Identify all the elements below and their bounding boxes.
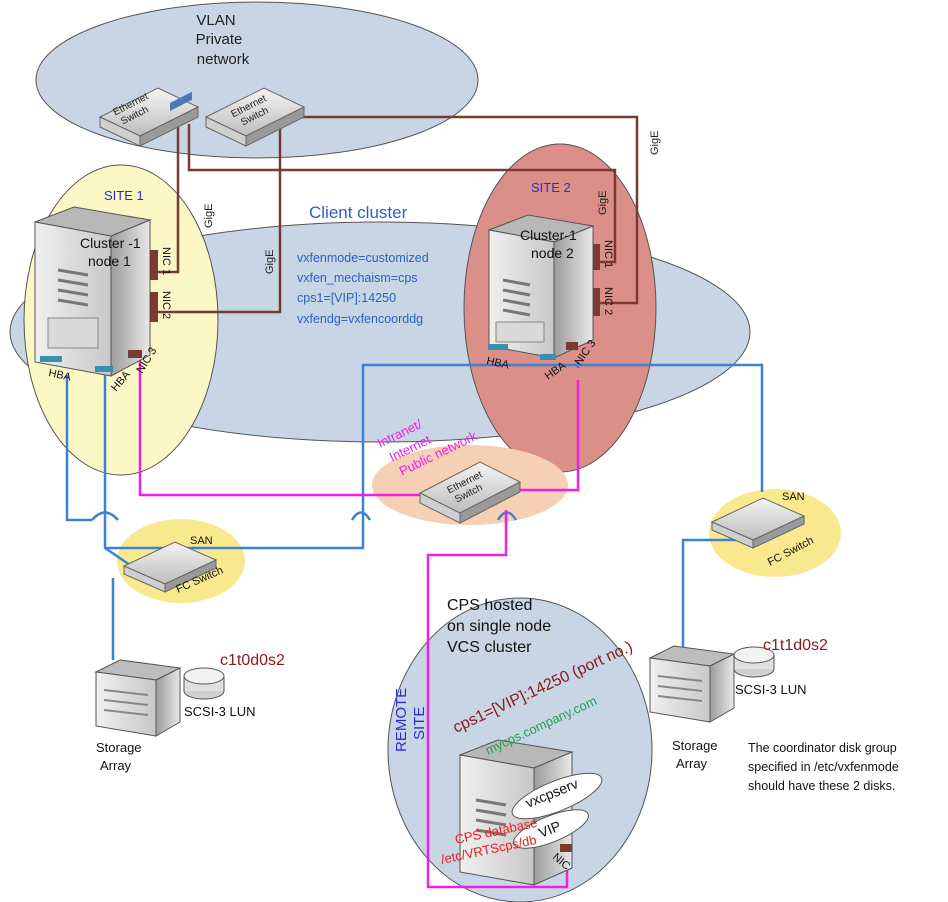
lun-disk-icon <box>733 646 775 678</box>
nic-2-label: NIC 2 <box>160 291 172 319</box>
cps-description: on single node <box>447 618 551 635</box>
storage-array-label: Array <box>676 756 708 771</box>
node-2-label: node 2 <box>531 245 574 261</box>
public-network-links <box>138 358 580 889</box>
vlan-label: VLAN <box>196 12 235 29</box>
storage-array-label: Array <box>100 758 132 773</box>
ethernet-switch-public: Ethernet Switch <box>418 461 522 524</box>
client-cluster-title: Client cluster <box>309 203 408 222</box>
nic-2-label: NIC 2 <box>602 287 614 315</box>
hba-label: HBA <box>485 355 510 372</box>
cluster-node-1-server <box>33 206 158 377</box>
node-2-label: Cluster-1 <box>520 227 577 243</box>
hba-label: HBA <box>47 367 72 384</box>
lun-label: SCSI-3 LUN <box>735 682 807 697</box>
ethernet-switch-vlan-2: Ethernet Switch <box>204 87 306 147</box>
gige-label: GigE <box>264 250 276 274</box>
vlan-label: network <box>197 51 250 68</box>
storage-array-right <box>648 645 736 723</box>
vlan-label: Private <box>196 31 243 48</box>
nic-1-label: NIC 1 <box>160 247 172 275</box>
storage-array-label: Storage <box>672 738 718 753</box>
config-line: vxfen_mechaism=cps <box>297 271 418 285</box>
site-1-title: SITE 1 <box>104 188 144 203</box>
gige-links <box>158 115 639 314</box>
config-line: vxfendg=vxfencoorddg <box>297 312 423 326</box>
vxcpserv-service <box>511 772 603 820</box>
site-2-title: SITE 2 <box>531 180 571 195</box>
nic-1-label: NIC 1 <box>602 240 614 268</box>
storage-array-label: Storage <box>96 740 142 755</box>
note-text: The coordinator disk group <box>748 741 897 755</box>
lun-id: c1t1d0s2 <box>763 637 828 654</box>
note-text: specified in /etc/vxfenmode <box>748 760 899 774</box>
cps-description: CPS hosted <box>447 597 532 614</box>
san-label: SAN <box>190 535 213 547</box>
fc-links <box>65 360 764 660</box>
vip-service <box>513 809 589 849</box>
node-1-label: node 1 <box>88 253 131 269</box>
fc-switch-right <box>710 497 806 549</box>
config-line: cps1=[VIP]:14250 <box>297 291 396 305</box>
lun-id: c1t0d0s2 <box>220 652 285 669</box>
gige-label: GigE <box>597 191 609 215</box>
cluster-node-2-server <box>487 214 600 360</box>
lun-label: SCSI-3 LUN <box>184 704 256 719</box>
remote-site-label: REMOTE <box>393 688 410 752</box>
note-text: should have these 2 disks. <box>748 779 895 793</box>
storage-array-left <box>94 659 182 737</box>
lun-disk-icon <box>183 667 225 700</box>
fc-switch-left <box>122 541 218 593</box>
config-line: vxfenmode=customized <box>297 251 429 265</box>
remote-site-label: SITE <box>411 707 428 740</box>
cps-description: VCS cluster <box>447 639 532 656</box>
vip-label: VIP <box>536 817 563 840</box>
san-label: SAN <box>782 491 805 503</box>
gige-label: GigE <box>203 204 215 228</box>
gige-label: GigE <box>649 131 661 155</box>
node-1-label: Cluster -1 <box>80 235 141 251</box>
